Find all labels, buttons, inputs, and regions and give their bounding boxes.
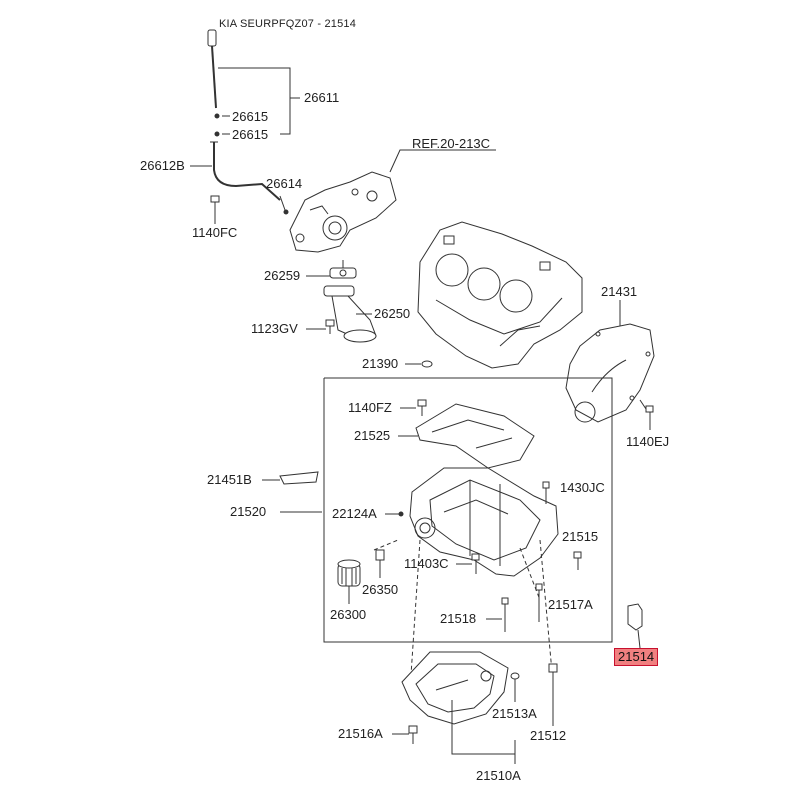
stud-26350 (375, 549, 385, 578)
bolt-1140EJ (645, 405, 654, 430)
part-21520[interactable]: 21520 (230, 504, 267, 519)
part-26614[interactable]: 26614 (266, 176, 303, 191)
oil-pump-housing (289, 171, 397, 253)
bolt-21515 (573, 551, 582, 570)
rear-seal-housing (565, 323, 655, 423)
group-outline (323, 377, 613, 643)
engine-block (417, 221, 583, 369)
oil-filter (337, 559, 361, 587)
part-26615-upper[interactable]: 26615 (232, 109, 269, 124)
gasket-21514 (627, 603, 643, 631)
part-11403C[interactable]: 11403C (404, 556, 449, 571)
dipstick-tube (210, 141, 281, 201)
part-21514-highlighted[interactable]: 21514 (614, 648, 659, 666)
part-26611[interactable]: 26611 (304, 90, 340, 105)
part-21517A[interactable]: 21517A (548, 597, 593, 612)
bolt-1430JC (542, 481, 550, 504)
reference-label: REF.20-213C (412, 136, 491, 151)
bolt-1123GV (325, 319, 335, 334)
bolt-11403C (471, 553, 480, 574)
part-1140FZ[interactable]: 1140FZ (348, 400, 392, 415)
part-21516A[interactable]: 21516A (338, 726, 383, 741)
o-ring-21390 (421, 360, 433, 368)
dipstick (207, 29, 220, 137)
bolt-1140FZ (417, 399, 427, 416)
part-21431[interactable]: 21431 (601, 284, 638, 299)
part-26350[interactable]: 26350 (362, 582, 399, 597)
part-21510A[interactable]: 21510A (476, 768, 521, 783)
part-26259[interactable]: 26259 (264, 268, 301, 283)
baffle-plate (415, 403, 535, 469)
part-1123GV[interactable]: 1123GV (251, 321, 298, 336)
washer-21513A (510, 672, 520, 702)
bracket-21451B (279, 471, 319, 485)
part-21525[interactable]: 21525 (354, 428, 391, 443)
bolt-21516A (408, 725, 418, 744)
bolt-1140FC (210, 195, 220, 214)
part-26300[interactable]: 26300 (330, 607, 367, 622)
part-22124A[interactable]: 22124A (332, 506, 377, 521)
part-1140FC[interactable]: 1140FC (192, 225, 238, 240)
part-1140EJ[interactable]: 1140EJ (626, 434, 670, 449)
part-21513A[interactable]: 21513A (492, 706, 537, 721)
bolt-21518 (501, 597, 509, 632)
part-21390[interactable]: 21390 (362, 356, 399, 371)
bolt-21517A (535, 583, 543, 622)
drain-plug-21512 (548, 663, 558, 726)
part-21512[interactable]: 21512 (530, 728, 567, 743)
part-21451B[interactable]: 21451B (207, 472, 252, 487)
part-26612B[interactable]: 26612B (140, 158, 185, 173)
part-21515[interactable]: 21515 (562, 529, 599, 544)
oil-strainer (323, 285, 377, 343)
gasket-26259 (329, 267, 357, 279)
upper-oil-pan (409, 467, 559, 577)
part-1430JC[interactable]: 1430JC (560, 480, 605, 495)
part-26250[interactable]: 26250 (374, 306, 411, 321)
lower-oil-pan (401, 651, 509, 725)
part-21518[interactable]: 21518 (440, 611, 477, 626)
part-26615-lower[interactable]: 26615 (232, 127, 269, 142)
diagram-title: KIA SEURPFQZ07 - 21514 (219, 18, 357, 30)
